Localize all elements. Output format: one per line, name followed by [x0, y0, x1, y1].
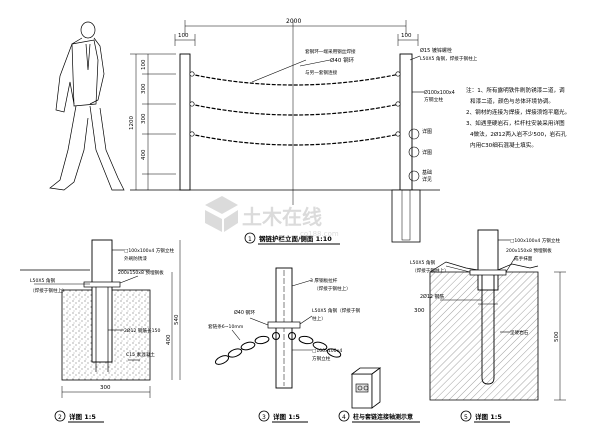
callout-detail-b: 详图: [422, 149, 432, 156]
dim-540-detail1: 540: [174, 314, 180, 325]
dim-300-a: 300: [141, 83, 147, 94]
title-num-2: 2: [58, 414, 62, 421]
post-foundation: [391, 189, 421, 243]
callout-tube: Ø100x100x4: [424, 89, 455, 96]
detail4-post: [477, 229, 499, 291]
dim-post-right: 100: [401, 33, 412, 39]
callout-base: 基础: [422, 169, 432, 176]
note-line-2: 和漆二道，颜色与总体环境协调。: [470, 97, 554, 105]
detail1-label-tube-2: 外刷防锈漆: [124, 255, 147, 262]
dim-300-detail4: 300: [414, 308, 425, 314]
dim-post-left: 100: [178, 33, 189, 39]
detail-4: 500 300 □100x100x4 方钢立柱 L50X5 角钢 （焊接于钢柱上…: [410, 229, 566, 423]
note-line-6: 内用C30细石混凝土填实。: [470, 141, 537, 149]
title-num-5: 5: [464, 414, 468, 421]
note-line-4: 3、如遇坚硬岩石，栏杆柱安装采用详图: [466, 119, 565, 127]
watermark-sub: co188.com: [300, 230, 339, 238]
detail2-label-tube-2: 方钢立柱: [312, 355, 331, 362]
callout-detail-a: 详图: [422, 128, 432, 135]
detail4-label-angle: L50X5 角钢: [410, 259, 436, 266]
detail1-title: 详图 1:5: [69, 412, 96, 421]
chains: [189, 73, 401, 146]
detail4-label-rock: 坚硬岩石: [510, 329, 529, 336]
elevation-callouts: Ø40 钢环 套钢环一端采用钢丝焊接 与另一套钢连接 Ø15 镀锌螺栓 L50X…: [251, 47, 478, 183]
detail-2: 3 厚钢板拉杆 （焊接于钢柱上） Ø40 钢环 套链条6~10mm L50X5 …: [208, 267, 360, 423]
dimension-vertical: 1200 300 300 400 100: [129, 53, 176, 190]
title-num-1: 1: [248, 236, 252, 243]
dimension-total: 2000: [184, 18, 407, 205]
note-line-5: 4做法，2Ø12两入岩不少500，岩石孔: [470, 130, 567, 138]
title-num-4: 4: [342, 414, 346, 421]
person-figure-icon: [49, 21, 125, 191]
dimension-post-widths: 100 100: [174, 33, 419, 46]
elevation-view: 2000 100 100 1200 300 300 400 100: [49, 18, 570, 245]
detail4-label-angle-2: （焊接于钢柱上）: [412, 267, 449, 274]
callout-weld-2: 与另一套钢连接: [305, 69, 338, 76]
callout-bolt: Ø15 镀锌螺栓: [420, 47, 452, 54]
post-right: [399, 53, 413, 191]
detail4-label-tube: □100x100x4 方钢立柱: [510, 237, 560, 244]
dim-300-detail1: 300: [100, 385, 111, 391]
detail2-label-bolt-2: （焊接于钢柱上）: [314, 285, 351, 292]
detail4-label-plate-2: 成手抹面: [514, 255, 533, 262]
detail-1: 400 540 300 □100x100x4 方钢立柱 外刷防锈漆 L50X5 …: [20, 239, 181, 423]
detail-3: 4 柱与套链连接轴测示意: [338, 367, 420, 423]
detail1-label-angle: L50X5 角钢: [30, 277, 56, 284]
detail1-label-concrete: C15 素混凝土: [126, 351, 155, 358]
watermark: 土木在线 co188.com: [205, 196, 339, 238]
detail2-label-angle: L50X5 角钢（焊接于钢: [312, 307, 360, 314]
detail2-label-tube: □100x100x4: [312, 348, 342, 354]
elevation-title: 1 钢链护栏立面/侧面 1:10: [244, 232, 340, 245]
detail4-title: 详图 1:5: [475, 412, 502, 421]
callout-weld: 套钢环一端采用钢丝焊接: [305, 48, 356, 55]
detail2-label-ring: Ø40 钢环: [234, 309, 255, 316]
notes-block: 注：1、所有露明铁件刷防锈漆二道，调 和漆二道，颜色与总体环境协调。 2、钢材的…: [466, 86, 570, 149]
callout-chain-ring: Ø40 钢环: [330, 56, 355, 64]
detail1-label-rebar: 2Ø12 钢筋长150: [124, 327, 160, 334]
callout-base-2: 详见: [422, 176, 432, 183]
dim-400: 400: [141, 149, 147, 160]
elevation-title-text: 钢链护栏立面/侧面 1:10: [259, 234, 332, 243]
note-line-3: 2、钢材的连接为焊接，焊接须饱平磨光。: [466, 108, 570, 116]
note-line-1: 注：1、所有露明铁件刷防锈漆二道，调: [466, 86, 565, 94]
watermark-text: 土木在线: [242, 205, 322, 229]
dim-500-detail4: 500: [554, 331, 560, 342]
rock-section: [429, 271, 539, 401]
detail2-label-angle-2: 柱上）: [312, 315, 326, 322]
detail1-label-tube: □100x100x4 方钢立柱: [124, 247, 174, 254]
detail4-label-rebar: 2Ø12 钢筋: [420, 293, 444, 300]
dim-1200: 1200: [129, 116, 135, 130]
callout-tube-2: 方钢立柱: [424, 96, 443, 103]
detail2-chain: [214, 332, 342, 365]
title-num-3: 3: [262, 414, 266, 421]
detail1-label-angle-2: （焊接于钢柱上）: [30, 287, 67, 294]
callout-angle: L50X5 角钢，焊接于钢柱上: [420, 55, 478, 62]
dim-400-detail1: 400: [166, 334, 172, 345]
post-left: [179, 53, 191, 191]
detail1-label-plate: 200x150x8 预埋钢板: [118, 269, 164, 276]
watermark-logo-icon: [205, 196, 238, 232]
chain-rings: [189, 71, 401, 137]
dim-100: 100: [141, 59, 147, 70]
dim-2000-label: 2000: [286, 18, 301, 25]
detail2-title: 详图 1:5: [273, 412, 300, 421]
detail3-title: 柱与套链连接轴测示意: [353, 413, 413, 421]
detail2-label-bolt: 3 厚钢板拉杆: [310, 277, 338, 284]
dim-300-b: 300: [141, 113, 147, 124]
detail4-label-plate: 200x150x8 预埋钢板: [506, 247, 552, 254]
detail2-label-chain: 套链条6~10mm: [208, 323, 244, 330]
detail1-post: [91, 239, 113, 363]
